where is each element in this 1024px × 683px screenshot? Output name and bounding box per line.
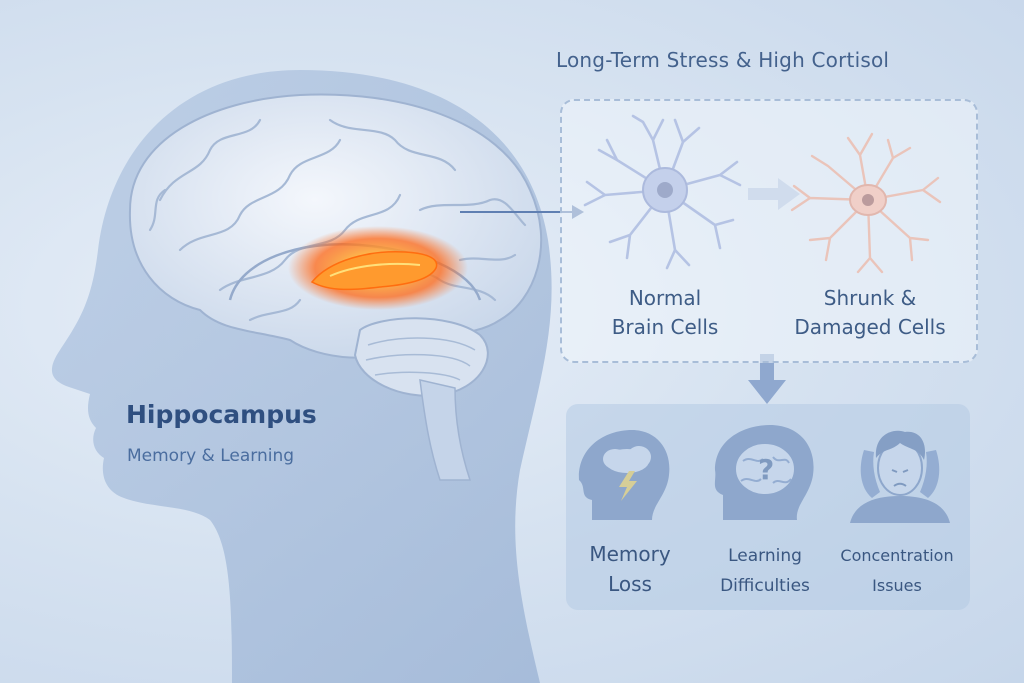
stress-heading: Long-Term Stress & High Cortisol [556, 48, 890, 72]
effect-memory-loss: Memory Loss [589, 542, 671, 596]
brain-cells-panel [560, 99, 978, 363]
brain-illustration [128, 93, 543, 481]
effect-learning-difficulties: Learning Difficulties [720, 546, 810, 596]
effect-concentration-issues: Concentration Issues [840, 546, 954, 595]
hippocampus-highlight [288, 226, 468, 310]
hippocampus-subtitle: Memory & Learning [127, 446, 295, 466]
hippocampus-title: Hippocampus [126, 400, 317, 429]
normal-cells-label: Normal Brain Cells [611, 286, 719, 339]
damaged-cells-label: Shrunk & Damaged Cells [794, 286, 946, 339]
effects-panel [566, 404, 970, 610]
